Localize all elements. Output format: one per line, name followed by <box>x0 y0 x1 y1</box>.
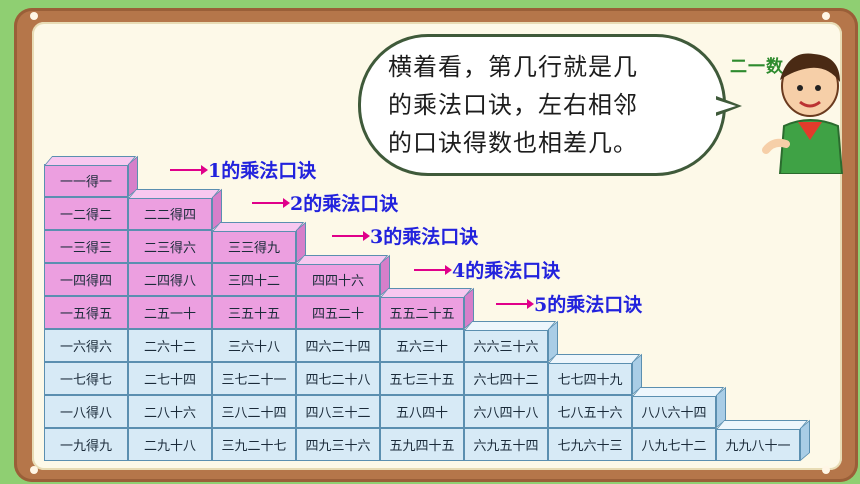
speech-bubble <box>358 34 726 176</box>
table-cell: 二二得四 <box>128 197 212 230</box>
speech-bubble-text: 横着看，第几行就是几 的乘法口诀，左右相邻 的口诀得数也相差几。 <box>388 48 724 162</box>
table-cell: 四五二十 <box>296 296 380 329</box>
table-cell: 四四十六 <box>296 263 380 296</box>
arrow-right-icon <box>170 164 208 175</box>
table-cell: 六九五十四 <box>464 428 548 461</box>
table-cell: 三八二十四 <box>212 395 296 428</box>
table-cell: 六七四十二 <box>464 362 548 395</box>
speech-line: 的口诀得数也相差几。 <box>388 129 638 157</box>
table-cell: 一九得九 <box>44 428 128 461</box>
table-cell: 二六十二 <box>128 329 212 362</box>
row-label-text: 1的乘法口诀 <box>208 160 317 182</box>
speech-line: 的乘法口诀，左右相邻 <box>388 91 638 119</box>
table-cell: 七七四十九 <box>548 362 632 395</box>
table-cell: 一二得二 <box>44 197 128 230</box>
table-cell: 四七二十八 <box>296 362 380 395</box>
frame-dot <box>822 12 830 20</box>
frame-dot <box>30 466 38 474</box>
table-cell: 六六三十六 <box>464 329 548 362</box>
arrow-right-icon <box>414 264 452 275</box>
table-cell: 三九二十七 <box>212 428 296 461</box>
row-label-text: 2的乘法口诀 <box>290 193 399 215</box>
frame-dot <box>30 12 38 20</box>
table-cell: 一五得五 <box>44 296 128 329</box>
row-label-1: 1的乘法口诀 <box>170 156 316 183</box>
table-cell: 三七二十一 <box>212 362 296 395</box>
table-cell: 二七十四 <box>128 362 212 395</box>
table-cell: 一七得七 <box>44 362 128 395</box>
table-cell: 五八四十 <box>380 395 464 428</box>
table-cell: 六八四十八 <box>464 395 548 428</box>
table-cell: 一一得一 <box>44 164 128 197</box>
table-cell: 五七三十五 <box>380 362 464 395</box>
table-cell: 二四得八 <box>128 263 212 296</box>
table-cell: 五六三十 <box>380 329 464 362</box>
table-cell: 七九六十三 <box>548 428 632 461</box>
row-label-2: 2的乘法口诀 <box>252 189 398 216</box>
table-cell: 一四得四 <box>44 263 128 296</box>
row-label-5: 5的乘法口诀 <box>496 290 642 317</box>
table-cell: 二八十六 <box>128 395 212 428</box>
table-cell: 八九七十二 <box>632 428 716 461</box>
table-cell: 五五二十五 <box>380 296 464 329</box>
row-label-text: 4的乘法口诀 <box>452 260 561 282</box>
arrow-right-icon <box>496 298 534 309</box>
table-cell: 三五十五 <box>212 296 296 329</box>
banner-text: 二一数 <box>730 57 784 77</box>
row-label-3: 3的乘法口诀 <box>332 222 478 249</box>
table-cell: 八八六十四 <box>632 395 716 428</box>
table-cell: 二五一十 <box>128 296 212 329</box>
table-cell: 四九三十六 <box>296 428 380 461</box>
table-cell: 二三得六 <box>128 230 212 263</box>
table-cell: 九九八十一 <box>716 428 800 461</box>
table-cell: 一三得三 <box>44 230 128 263</box>
table-cell: 七八五十六 <box>548 395 632 428</box>
arrow-right-icon <box>332 230 370 241</box>
table-cell: 一八得八 <box>44 395 128 428</box>
row-label-text: 3的乘法口诀 <box>370 226 479 248</box>
table-cell: 二九十八 <box>128 428 212 461</box>
table-cell: 五九四十五 <box>380 428 464 461</box>
frame-dot <box>822 466 830 474</box>
table-cell: 三四十二 <box>212 263 296 296</box>
table-cell: 一六得六 <box>44 329 128 362</box>
speech-line: 横着看，第几行就是几 <box>388 53 638 81</box>
table-cell: 三六十八 <box>212 329 296 362</box>
row-label-4: 4的乘法口诀 <box>414 256 560 283</box>
arrow-right-icon <box>252 197 290 208</box>
boy-character-icon <box>762 53 844 174</box>
row-label-text: 5的乘法口诀 <box>534 294 643 316</box>
table-cell: 三三得九 <box>212 230 296 263</box>
table-cell: 四六二十四 <box>296 329 380 362</box>
speech-bubble-tail-inner <box>714 99 736 113</box>
table-cell: 四八三十二 <box>296 395 380 428</box>
